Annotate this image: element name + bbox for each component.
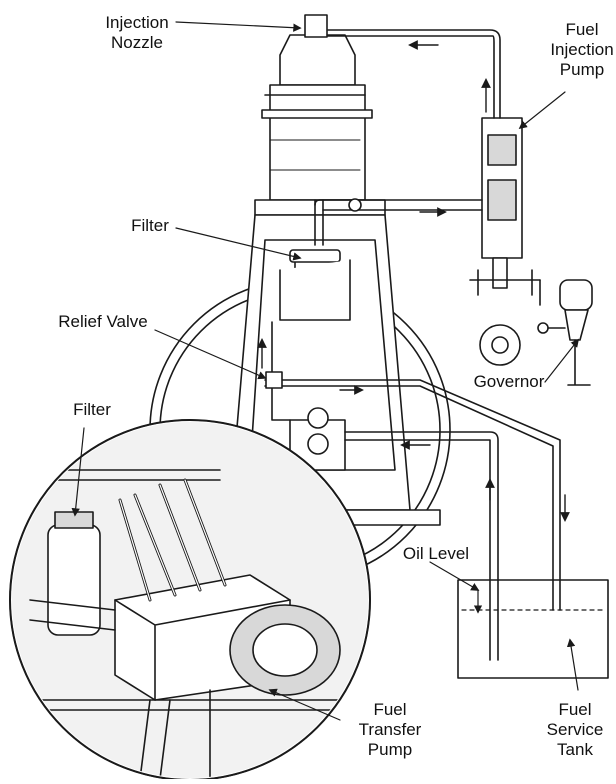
label-governor: Governor — [473, 372, 545, 391]
label-relief-valve: Relief Valve — [58, 312, 148, 331]
fuel-injection-pump — [469, 117, 541, 366]
engine-block — [224, 14, 441, 526]
label-filter-inset: Filter — [73, 400, 111, 419]
fuel-service-tank — [457, 579, 609, 679]
flow-arrows — [257, 40, 570, 522]
label-oil-level: Oil Level — [402, 544, 470, 563]
fuel-lines — [264, 29, 561, 661]
governor-unit — [537, 279, 593, 386]
leader-lines — [71, 21, 580, 721]
filter-unit — [279, 249, 351, 321]
label-filter-top: Filter — [131, 216, 169, 235]
inset-detail — [9, 419, 371, 781]
